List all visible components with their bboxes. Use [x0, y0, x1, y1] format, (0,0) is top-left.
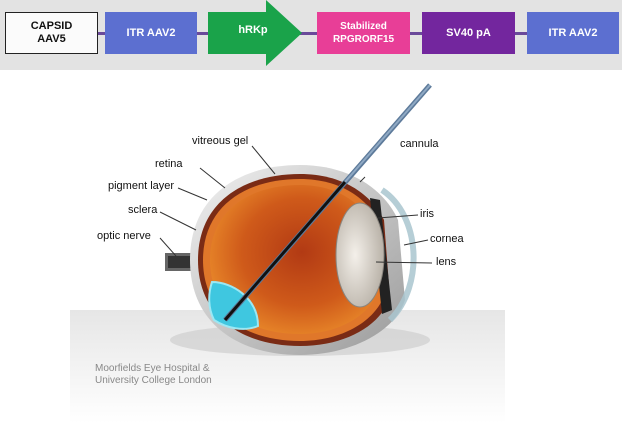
promoter-arrow-icon [208, 0, 302, 66]
cornea-shape [380, 187, 417, 323]
construct-backbone-line [50, 32, 580, 35]
eye-illustration [70, 83, 505, 423]
itr-aav2-right-box: ITR AAV2 [527, 12, 619, 54]
stabilized-rpgrorf15-box: Stabilized RPGRORF15 [317, 12, 410, 54]
vitreous-gel-shape [210, 185, 377, 334]
promoter-label: hRKp [238, 24, 268, 36]
subretinal-bleb [208, 280, 260, 330]
image-credit: Moorfields Eye Hospital & University Col… [95, 363, 212, 386]
sv40-pa-box: SV40 pA [422, 12, 515, 54]
label-vitreous-gel: vitreous gel [192, 135, 249, 147]
lens-shape [335, 202, 385, 308]
itr-aav2-left-box: ITR AAV2 [105, 12, 197, 54]
capsid-aav5-box: CAPSID AAV5 [5, 12, 98, 54]
eye-cross-section-diagram: vitreous gel retina pigment layer sclera… [0, 70, 622, 423]
label-pigment-layer: pigment layer [108, 180, 175, 192]
label-cannula: cannula [400, 138, 439, 150]
label-lens: lens [436, 256, 457, 268]
label-cornea: cornea [430, 233, 464, 245]
label-optic-nerve: optic nerve [97, 230, 151, 242]
label-iris: iris [420, 208, 435, 220]
label-retina: retina [155, 158, 183, 170]
label-sclera: sclera [128, 204, 158, 216]
vector-construct-bar: CAPSID AAV5 ITR AAV2 hRKp Stabilized RPG… [0, 0, 622, 70]
hrkp-promoter-arrow: hRKp [208, 0, 308, 66]
